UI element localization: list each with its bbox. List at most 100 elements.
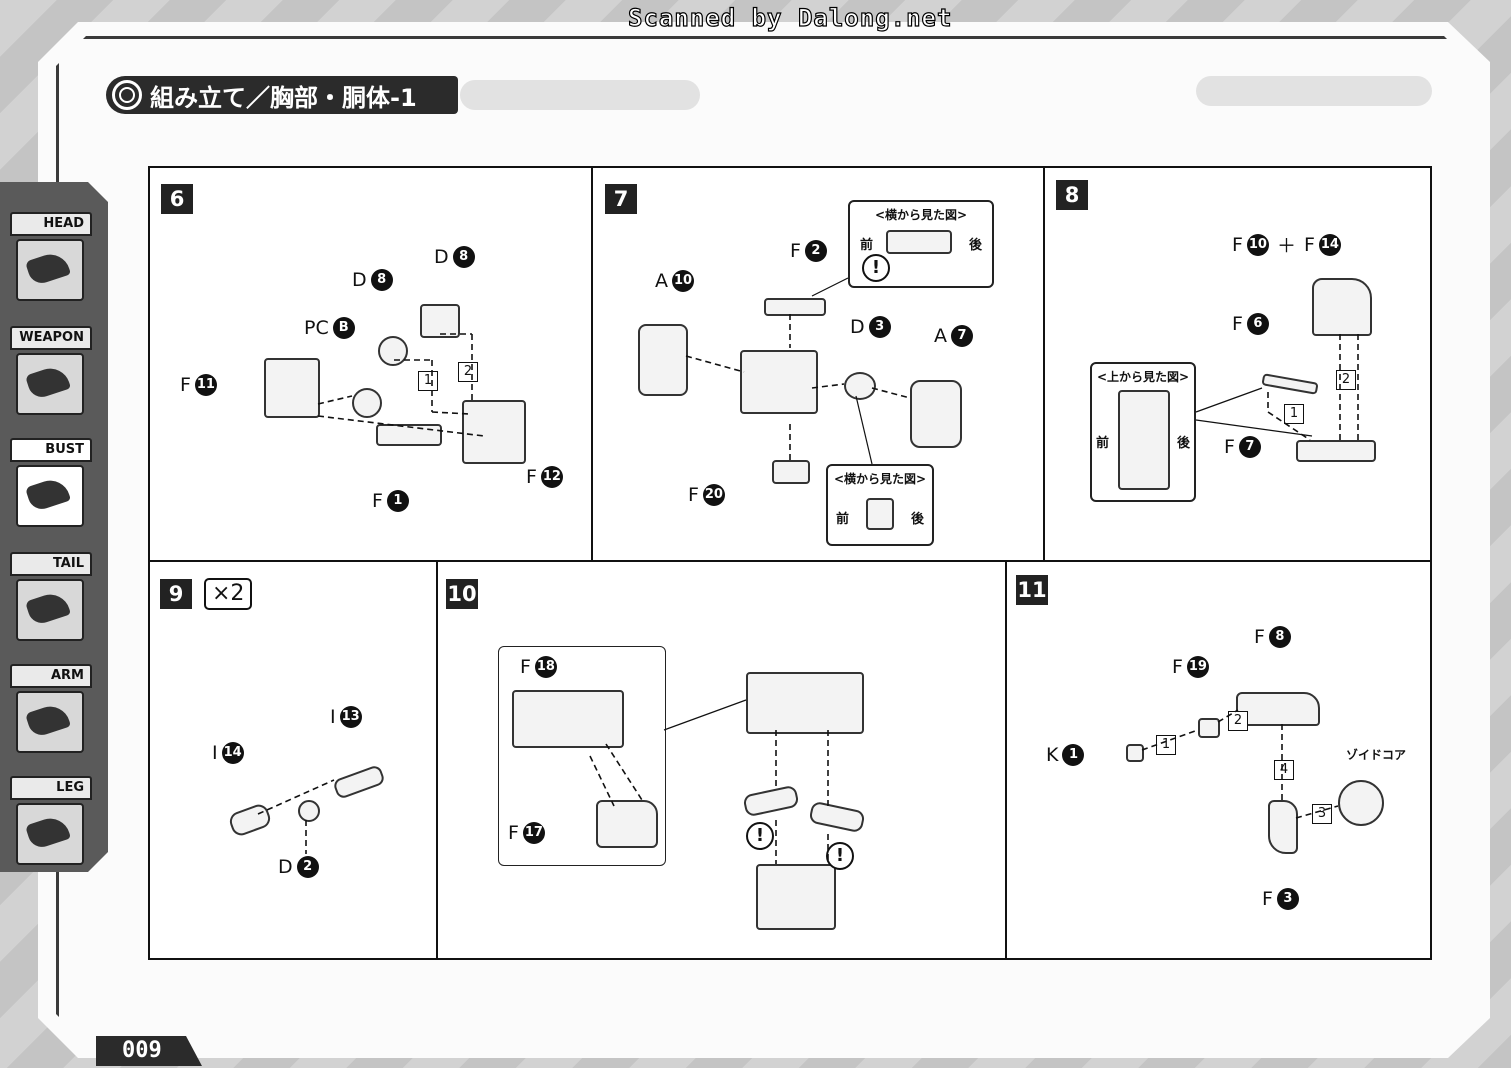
zoid-core-drawing [1338, 780, 1384, 826]
part-drawing [1312, 278, 1372, 336]
assembly-order-box: 2 [1228, 711, 1248, 731]
assembly-order-box: 3 [1312, 804, 1332, 824]
part-drawing [866, 498, 894, 530]
bust-icon [16, 465, 84, 527]
part-drawing [376, 424, 442, 446]
leg-icon [16, 803, 84, 865]
step-number: 10 [446, 579, 478, 609]
part-drawing [1198, 718, 1220, 738]
sidebar-item-head[interactable]: HEAD [10, 212, 92, 301]
sidebar-item-tail[interactable]: TAIL [10, 552, 92, 641]
part-drawing [740, 350, 818, 414]
weapon-icon [16, 353, 84, 415]
step-number: 11 [1016, 575, 1048, 605]
sidebar-item-label: TAIL [10, 552, 92, 576]
head-icon [16, 239, 84, 301]
part-drawing [378, 336, 408, 366]
part-drawing [638, 324, 688, 396]
assembly-order-box: 2 [458, 362, 478, 382]
callout-title: <横から見た図> [874, 208, 968, 222]
sidebar-item-label: WEAPON [10, 326, 92, 350]
callout-back-label: 後 [1176, 436, 1190, 451]
sidebar-item-label: ARM [10, 664, 92, 688]
ghost-tab [460, 80, 700, 110]
quantity-multiplier: ×2 [204, 578, 253, 610]
caution-icon: ! [862, 254, 890, 282]
part-drawing [462, 400, 526, 464]
caution-icon: ! [746, 822, 774, 850]
sidebar-item-bust[interactable]: BUST [10, 438, 92, 527]
part-drawing [352, 388, 382, 418]
part-drawing [298, 800, 320, 822]
part-drawing [420, 304, 460, 338]
callout-title: <横から見た図> [833, 472, 927, 486]
step-number: 6 [161, 184, 193, 214]
part-drawing [764, 298, 826, 316]
assembly-order-box: 1 [418, 371, 438, 391]
callout-front-label: 前 [1096, 436, 1110, 451]
sidebar-item-arm[interactable]: ARM [10, 664, 92, 753]
part-drawing [1236, 692, 1320, 726]
section-title-bar: 組み立て／胸部・胴体-1 [106, 76, 458, 114]
section-title: 組み立て／胸部・胴体-1 [150, 83, 417, 112]
page-number: 009 [122, 1038, 162, 1063]
step-panel-6 [148, 166, 593, 562]
step-number: 9 [160, 579, 192, 609]
ghost-tab [1196, 76, 1432, 106]
callout-back-label: 後 [910, 512, 924, 527]
zoid-core-label: ゾイドコア [1346, 748, 1407, 762]
assembly-order-box: 1 [1284, 404, 1304, 424]
part-drawing [1296, 440, 1376, 462]
page-number-tab: 009 [96, 1036, 202, 1066]
part-drawing [910, 380, 962, 448]
scan-watermark: Scanned by Dalong.net [627, 3, 953, 32]
tail-icon [16, 579, 84, 641]
sidebar-item-weapon[interactable]: WEAPON [10, 326, 92, 415]
part-drawing [512, 690, 624, 748]
callout-back-label: 後 [968, 238, 982, 253]
sidebar-item-label: LEG [10, 776, 92, 800]
caution-icon: ! [826, 842, 854, 870]
part-drawing [886, 230, 952, 254]
step-number: 8 [1056, 180, 1088, 210]
sidebar-item-leg[interactable]: LEG [10, 776, 92, 865]
part-drawing [844, 372, 876, 400]
assembly-order-box: 2 [1336, 370, 1356, 390]
part-drawing [1268, 800, 1298, 854]
sidebar-item-label: HEAD [10, 212, 92, 236]
arm-icon [16, 691, 84, 753]
step-panel-9 [148, 560, 438, 960]
side-view-callout: <横から見た図> 前 後 [826, 464, 934, 546]
part-drawing [596, 800, 658, 848]
top-view-callout: <上から見た図> 前 後 [1090, 362, 1196, 502]
part-drawing [264, 358, 320, 418]
part-drawing [1126, 744, 1144, 762]
part-drawing [1118, 390, 1170, 490]
callout-front-label: 前 [836, 512, 850, 527]
assembly-order-box: 4 [1274, 760, 1294, 780]
part-drawing [772, 460, 810, 484]
callout-front-label: 前 [860, 238, 874, 253]
